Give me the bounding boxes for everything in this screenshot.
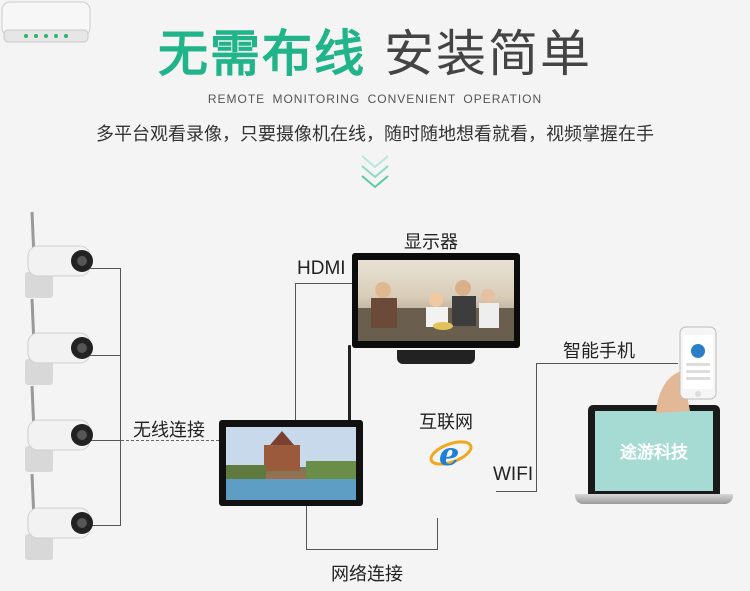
monitor-stand (397, 350, 475, 364)
camera-line-1 (85, 268, 120, 269)
chevron-down-icon (361, 155, 389, 189)
camera-line-4 (85, 525, 120, 526)
smartphone-icon (656, 326, 717, 413)
castle-scene-image (226, 427, 356, 500)
subtitle-english: REMOTE MONITORING CONVENIENT OPERATION (207, 92, 543, 106)
title-green: 无需布线 (158, 25, 367, 83)
laptop-brand-text: 途游科技 (620, 443, 688, 463)
internet-explorer-icon: e (429, 435, 473, 471)
hdmi-label: HDMI (297, 258, 346, 279)
smartphone-label: 智能手机 (563, 341, 635, 362)
network-connection-label: 网络连接 (331, 564, 403, 585)
laptop-base (575, 494, 733, 504)
display-label: 显示器 (404, 232, 458, 253)
wireless-link-line (121, 440, 219, 441)
hdmi-horizontal-line (295, 283, 353, 284)
phone-line-horizontal (536, 363, 678, 364)
monitor-screen (358, 260, 514, 341)
camera-icon (25, 385, 93, 472)
network-line-bottom (306, 549, 438, 550)
wifi-label: WIFI (493, 464, 534, 485)
hdmi-vertical-line (295, 283, 296, 420)
camera-trunk-line (120, 268, 121, 526)
wifi-line-horizontal (496, 491, 536, 492)
svg-text:e: e (439, 435, 459, 471)
nvr-screen (226, 427, 356, 500)
title-gray: 安装简单 (383, 25, 592, 83)
family-scene-image (358, 280, 514, 341)
network-line-left (306, 506, 307, 550)
subtitle-chinese: 多平台观看录像，只要摄像机在线，随时随地想看就看，视频掌握在手 (96, 124, 654, 145)
antenna-icon (348, 345, 351, 423)
internet-label: 互联网 (419, 412, 473, 433)
camera-line-3 (85, 440, 120, 441)
camera-icon (25, 473, 93, 560)
page-title: 无需布线 安装简单 (0, 14, 750, 86)
phone-line-vertical (536, 363, 537, 492)
network-line-right (437, 518, 438, 550)
camera-icon (25, 298, 93, 385)
camera-icon (25, 211, 93, 298)
camera-line-2 (85, 355, 120, 356)
router-icon (1, 1, 91, 43)
wireless-connection-label: 无线连接 (133, 420, 205, 441)
laptop-screen (595, 411, 713, 491)
